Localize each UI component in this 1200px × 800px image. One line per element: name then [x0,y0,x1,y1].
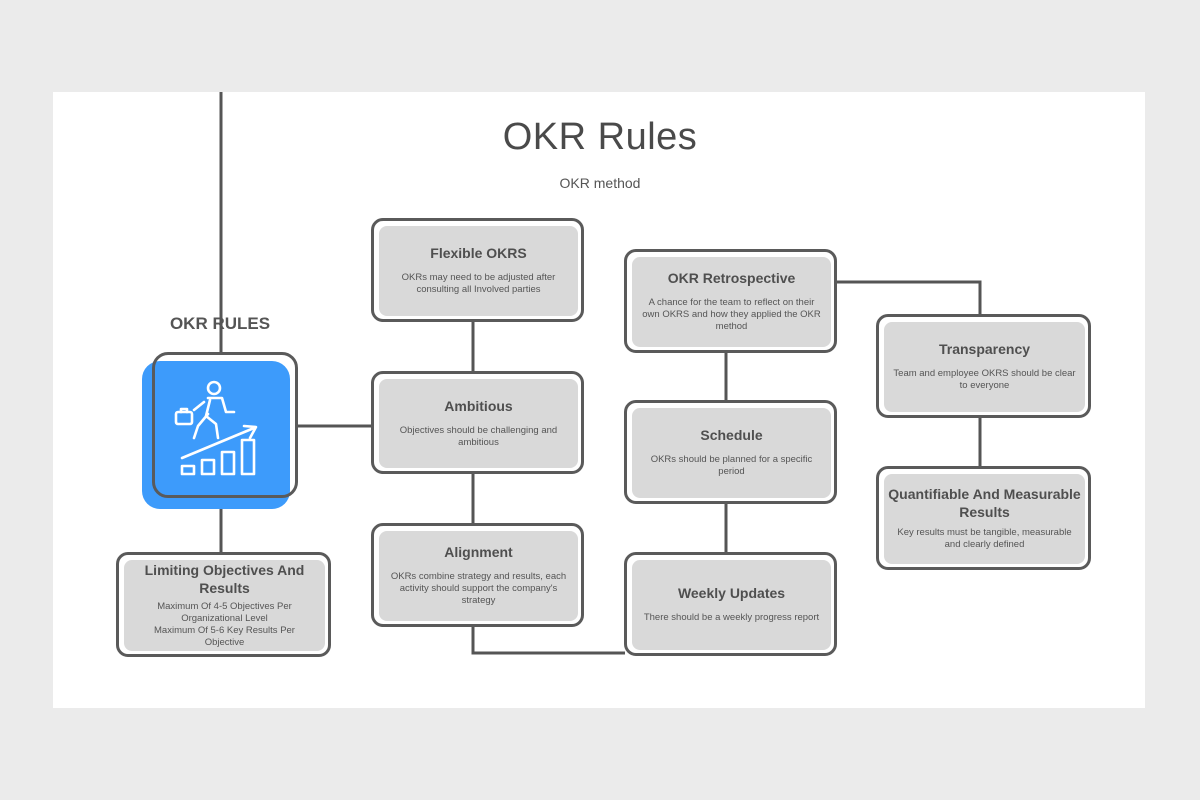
card-content: Alignment OKRs combine strategy and resu… [382,526,575,624]
card-description: OKRs should be planned for a specific pe… [650,454,813,477]
card-title: Quantifiable And Measurable Results [888,486,1081,520]
card-okr-retrospective: OKR Retrospective A chance for the team … [624,249,837,353]
page-subtitle: OKR method [559,175,641,191]
card-description: Key results must be tangible, measurable… [897,527,1072,550]
page-title: OKR Rules [502,116,698,158]
card-description: There should be a weekly progress report [643,612,820,623]
card-fill [379,226,578,316]
card-ambitious: Ambitious Objectives should be challengi… [371,371,584,474]
card-flexible-okrs: Flexible OKRS OKRs may need to be adjust… [371,218,584,322]
card-content: OKR Retrospective A chance for the team … [635,252,828,350]
card-content: Transparency Team and employee OKRS shou… [887,317,1082,415]
person-climbing-growth-chart-icon [174,380,258,476]
card-fill [884,474,1085,564]
card-description-line-1: Maximum Of 4-5 Objectives Per Organizati… [157,600,292,624]
card-content: Schedule OKRs should be planned for a sp… [635,403,828,501]
card-title: Limiting Objectives And Results [144,561,305,596]
card-content: Flexible OKRS OKRs may need to be adjust… [382,221,575,319]
card-fill [632,408,831,498]
card-alignment: Alignment OKRs combine strategy and resu… [371,523,584,627]
card-description: OKRs combine strategy and results, each … [390,571,567,606]
card-transparency: Transparency Team and employee OKRS shou… [876,314,1091,418]
card-title: OKR Retrospective [667,270,796,286]
okr-icon-frame [152,352,298,498]
card-title: Flexible OKRS [430,245,527,261]
card-fill [632,257,831,347]
card-quantifiable-results: Quantifiable And Measurable Results Key … [876,466,1091,570]
card-content: Limiting Objectives And Results Maximum … [127,555,322,654]
card-fill [379,379,578,468]
card-description: OKRs may need to be adjusted after consu… [401,272,556,295]
card-description: A chance for the team to reflect on thei… [642,297,821,332]
card-content: Ambitious Objectives should be challengi… [382,374,575,471]
card-title: Ambitious [444,397,513,414]
card-description: Team and employee OKRS should be clear t… [893,368,1076,391]
card-fill [379,531,578,621]
okr-rules-label: OKR RULES [169,314,271,333]
card-description-line-2: Maximum Of 5-6 Key Results Per Objective [154,624,295,648]
card-content: Quantifiable And Measurable Results Key … [887,469,1082,567]
card-weekly-updates: Weekly Updates There should be a weekly … [624,552,837,656]
card-fill [884,322,1085,412]
card-title: Transparency [938,341,1031,357]
card-title: Weekly Updates [677,585,786,601]
card-schedule: Schedule OKRs should be planned for a sp… [624,400,837,504]
card-title: Schedule [700,427,763,443]
card-title: Alignment [444,544,513,560]
card-fill [124,560,325,651]
card-fill [632,560,831,650]
card-content: Weekly Updates There should be a weekly … [635,555,828,653]
card-limiting-objectives: Limiting Objectives And Results Maximum … [116,552,331,657]
card-description: Objectives should be challenging and amb… [399,424,558,448]
